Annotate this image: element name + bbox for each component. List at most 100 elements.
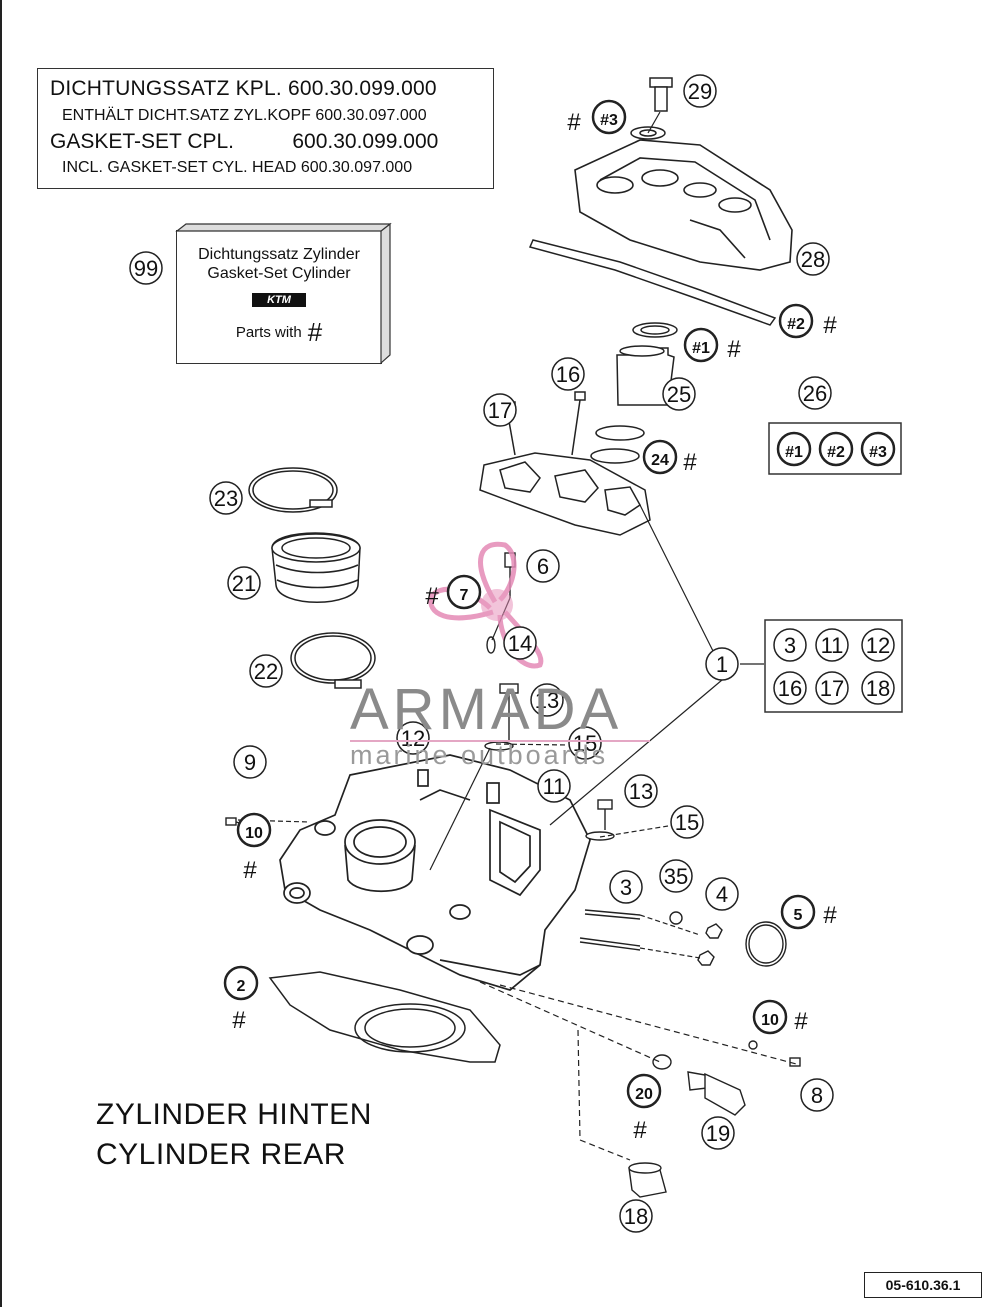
watermark-brand: ARMADA <box>350 677 623 742</box>
callout-g17: 17 <box>815 671 849 705</box>
callout-c2: 2 <box>223 965 259 1001</box>
callout-label-c7: 7 <box>460 587 469 604</box>
valve-cover-drawing <box>574 139 793 271</box>
callout-c17t: 17 <box>483 393 517 427</box>
group-box-1 <box>764 619 903 713</box>
hash-mark-c2s: # <box>823 312 837 339</box>
callout-label-g16: 16 <box>778 676 802 701</box>
callout-c8: 8 <box>800 1078 834 1112</box>
callout-label-c16t: 16 <box>556 362 580 387</box>
callout-label-c20: 20 <box>635 1086 653 1103</box>
diagram-code: 05-610.36.1 <box>864 1272 982 1298</box>
kit-line-1: Dichtungssatz Zylinder <box>198 246 360 263</box>
callout-c19: 19 <box>701 1116 735 1150</box>
callout-label-c24: 24 <box>651 452 669 469</box>
kit-box-3d-edge <box>175 222 392 365</box>
callout-label-c26b: #2 <box>827 444 845 461</box>
gasket-set-cylinder-box: Dichtungssatz Zylinder Gasket-Set Cylind… <box>176 230 382 364</box>
group-box-26 <box>768 422 902 475</box>
callout-c20: 20 <box>626 1073 662 1109</box>
callout-label-c15b: 15 <box>675 810 699 835</box>
gasket-line-1: DICHTUNGSSATZ KPL. 600.30.099.000 <box>50 77 437 100</box>
callout-c26c: #3 <box>860 431 896 467</box>
callout-c25: 25 <box>662 377 696 411</box>
leader-lines <box>237 111 801 1161</box>
gasket-set-info-box: DICHTUNGSSATZ KPL. 600.30.099.000 ENTHÄL… <box>37 68 494 189</box>
hash-mark-c24: # <box>683 449 697 476</box>
callout-g12: 12 <box>861 628 895 662</box>
callout-label-c25: 25 <box>667 382 691 407</box>
callout-label-c17t: 17 <box>488 398 512 423</box>
callout-label-c29: 29 <box>688 79 712 104</box>
callout-c26: 26 <box>798 376 832 410</box>
callout-label-c4: 4 <box>716 882 728 907</box>
callout-c28: 28 <box>796 242 830 276</box>
title-german: ZYLINDER HINTEN <box>96 1098 372 1131</box>
callout-label-c1s: #1 <box>692 340 710 357</box>
callout-c2s: #2 <box>778 303 814 339</box>
callout-c7: 7 <box>446 574 482 610</box>
callout-label-c13b: 13 <box>629 779 653 804</box>
callout-label-c10b: 10 <box>761 1012 779 1029</box>
callout-c1s: #1 <box>683 327 719 363</box>
callout-label-g3: 3 <box>784 633 796 658</box>
callout-c22: 22 <box>249 654 283 688</box>
cylinder-head-drawing <box>279 754 591 991</box>
callout-label-c35: 35 <box>664 864 688 889</box>
valve-cover-gasket-drawing <box>528 239 777 326</box>
callout-label-c99: 99 <box>134 256 158 281</box>
callout-label-c11: 11 <box>543 774 566 799</box>
callout-label-c2s: #2 <box>787 316 805 333</box>
callout-group: 29#3#28#2##1#16172524#26#1#2#39923212267… <box>129 74 896 1233</box>
callout-c26b: #2 <box>818 431 854 467</box>
callout-c11: 11 <box>537 769 571 803</box>
rocker-bridge-drawing <box>479 391 651 536</box>
callout-label-c19: 19 <box>706 1121 730 1146</box>
callout-c13b: 13 <box>624 774 658 808</box>
callout-label-c26c: #3 <box>869 444 887 461</box>
callout-g11: 11 <box>815 628 849 662</box>
callout-label-c10a: 10 <box>245 825 263 842</box>
callout-g18: 18 <box>861 671 895 705</box>
watermark-underline <box>350 740 650 742</box>
hash-mark-c3s: # <box>567 109 581 136</box>
hash-mark-c7: # <box>425 583 439 610</box>
kit-parts-with: Parts with# <box>177 317 381 348</box>
hash-mark-c2: # <box>232 1007 246 1034</box>
callout-c18: 18 <box>619 1199 653 1233</box>
hash-mark-c1s: # <box>727 336 741 363</box>
callout-label-c3s: #3 <box>600 112 618 129</box>
callout-label-g12: 12 <box>866 633 890 658</box>
title-english: CYLINDER REAR <box>96 1138 346 1171</box>
callout-c3s: #3 <box>591 99 627 135</box>
callout-label-c22: 22 <box>254 659 278 684</box>
callout-label-c14: 14 <box>508 631 532 656</box>
small-parts-drawing <box>225 552 801 1198</box>
callout-label-c26: 26 <box>803 381 827 406</box>
hash-mark-c10a: # <box>243 857 257 884</box>
callout-label-c18: 18 <box>624 1204 648 1229</box>
callout-label-c21: 21 <box>232 571 256 596</box>
callout-g16: 16 <box>773 671 807 705</box>
callout-c35: 35 <box>659 859 693 893</box>
callout-c10a: 10 <box>236 812 272 848</box>
callout-c5: 5 <box>780 894 816 930</box>
callout-c23: 23 <box>209 481 243 515</box>
callout-c29: 29 <box>683 74 717 108</box>
callout-label-c8: 8 <box>811 1083 823 1108</box>
callout-label-c23: 23 <box>214 486 238 511</box>
callout-label-c26a: #1 <box>785 444 803 461</box>
hash-mark-c20: # <box>633 1117 647 1144</box>
callout-c4: 4 <box>705 877 739 911</box>
callout-label-c2: 2 <box>237 978 246 995</box>
parts-with-label: Parts with <box>235 324 302 341</box>
head-gasket-drawing <box>268 971 501 1063</box>
left-frame-border <box>0 0 2 1307</box>
callout-label-c9: 9 <box>244 750 256 775</box>
callout-label-g18: 18 <box>866 676 890 701</box>
callout-c16t: 16 <box>551 357 585 391</box>
callout-c13a: 13 <box>530 683 564 717</box>
callout-c24: 24 <box>642 439 678 475</box>
callout-c1: 1 <box>705 647 739 681</box>
